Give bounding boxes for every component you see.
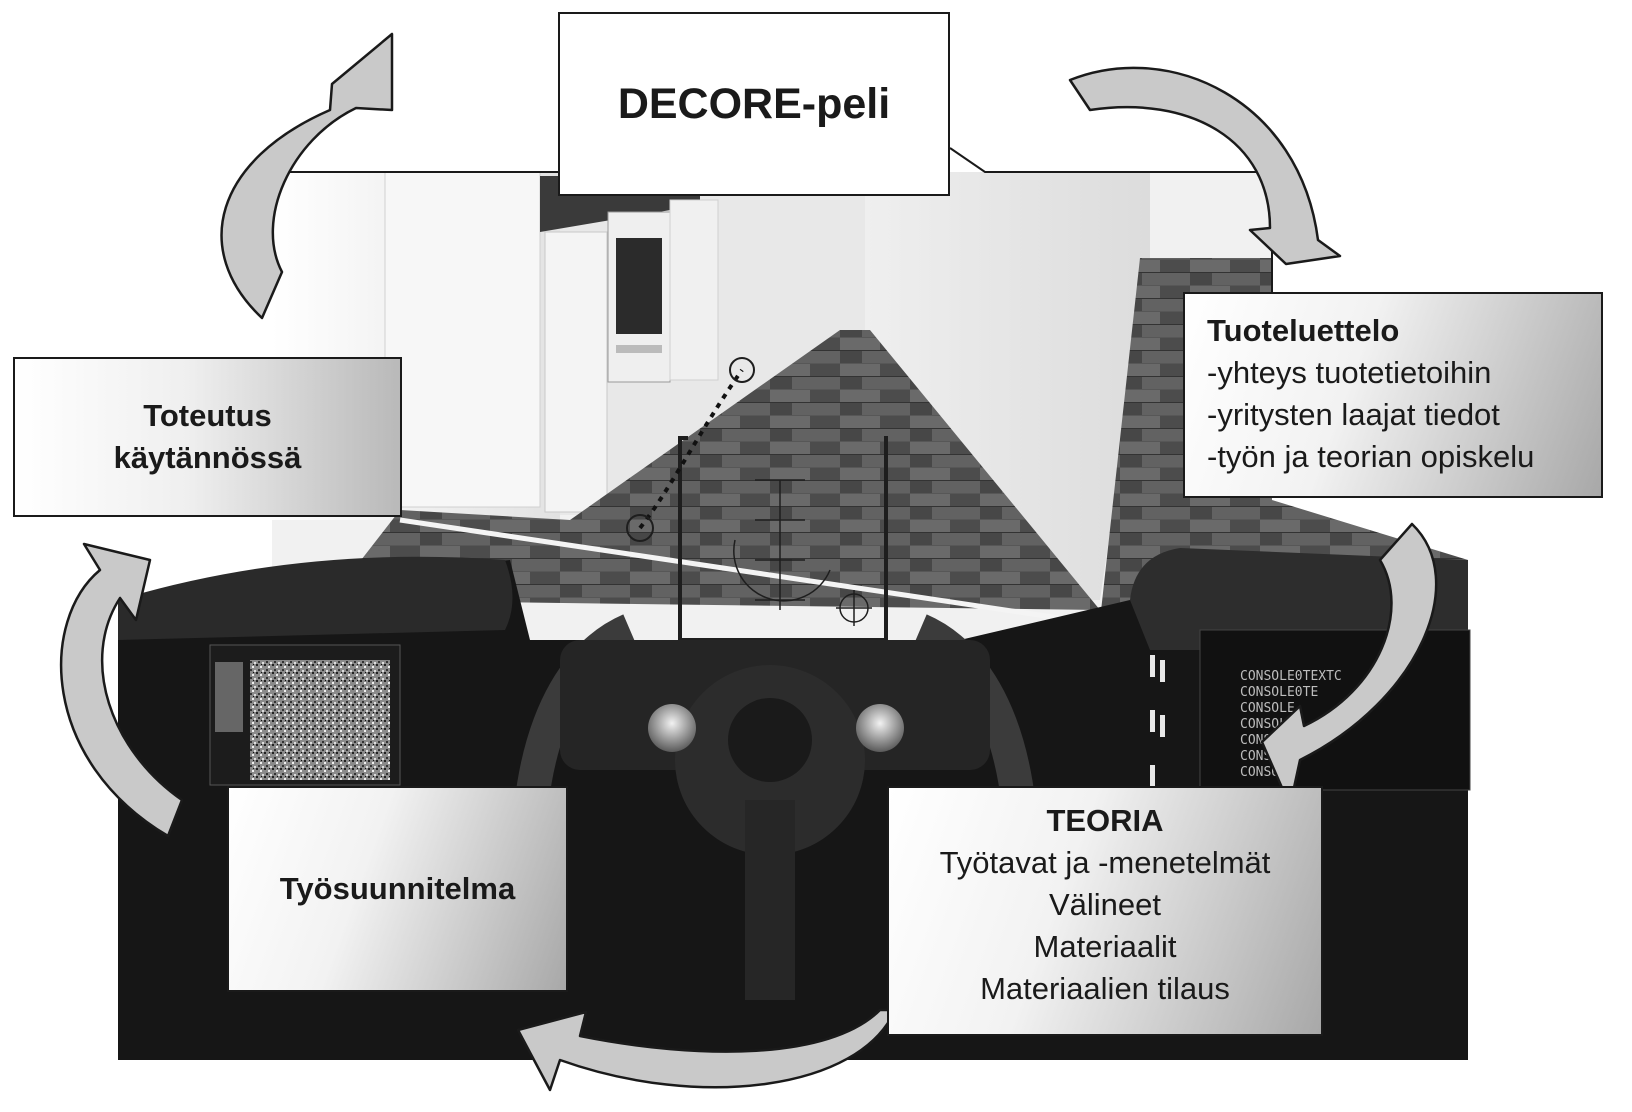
teoria-heading: TEORIA — [1046, 803, 1164, 838]
decore-game-title-box: DECORE-peli — [558, 12, 950, 196]
gauge-left — [648, 704, 696, 752]
tuoteluettelo-box: Tuoteluettelo -yhteys tuotetietoihin -yr… — [1183, 292, 1603, 498]
arrow-left-icon — [59, 542, 184, 838]
gauge-right — [856, 704, 904, 752]
teoria-item: Materiaalien tilaus — [980, 971, 1230, 1006]
console-line: CONSOLE — [1240, 701, 1295, 716]
toteutus-box: Toteutus käytännössä — [13, 357, 402, 517]
tuoteluettelo-heading: Tuoteluettelo — [1207, 313, 1400, 348]
diagram-title: DECORE-peli — [617, 79, 891, 128]
console-line: CONSOLE0TEXTC — [1240, 669, 1342, 684]
tuoteluettelo-item: -yritysten laajat tiedot — [1207, 397, 1500, 432]
arrow-top-right-icon — [1068, 66, 1342, 266]
arrow-bottom-icon — [516, 1008, 897, 1092]
teoria-box: TEORIA Työtavat ja -menetelmät Välineet … — [887, 786, 1323, 1036]
arrow-top-left-icon — [220, 32, 394, 320]
tuoteluettelo-item: -yhteys tuotetietoihin — [1207, 355, 1492, 390]
tuoteluettelo-item: -työn ja teorian opiskelu — [1207, 439, 1535, 474]
hud-reticle — [626, 357, 888, 642]
toteutus-line-1: Toteutus — [143, 398, 272, 433]
static-screen — [250, 660, 390, 780]
tyosuunnitelma-label: Työsuunnitelma — [279, 871, 516, 906]
toteutus-line-2: käytännössä — [113, 440, 302, 475]
kitchen-scene — [272, 171, 1468, 832]
console-line: CONSOLE0TE — [1240, 685, 1318, 700]
tyosuunnitelma-box: Työsuunnitelma — [227, 786, 568, 992]
teoria-item: Välineet — [1048, 887, 1162, 922]
teoria-item: Työtavat ja -menetelmät — [939, 845, 1271, 880]
teoria-item: Materiaalit — [1033, 929, 1177, 964]
